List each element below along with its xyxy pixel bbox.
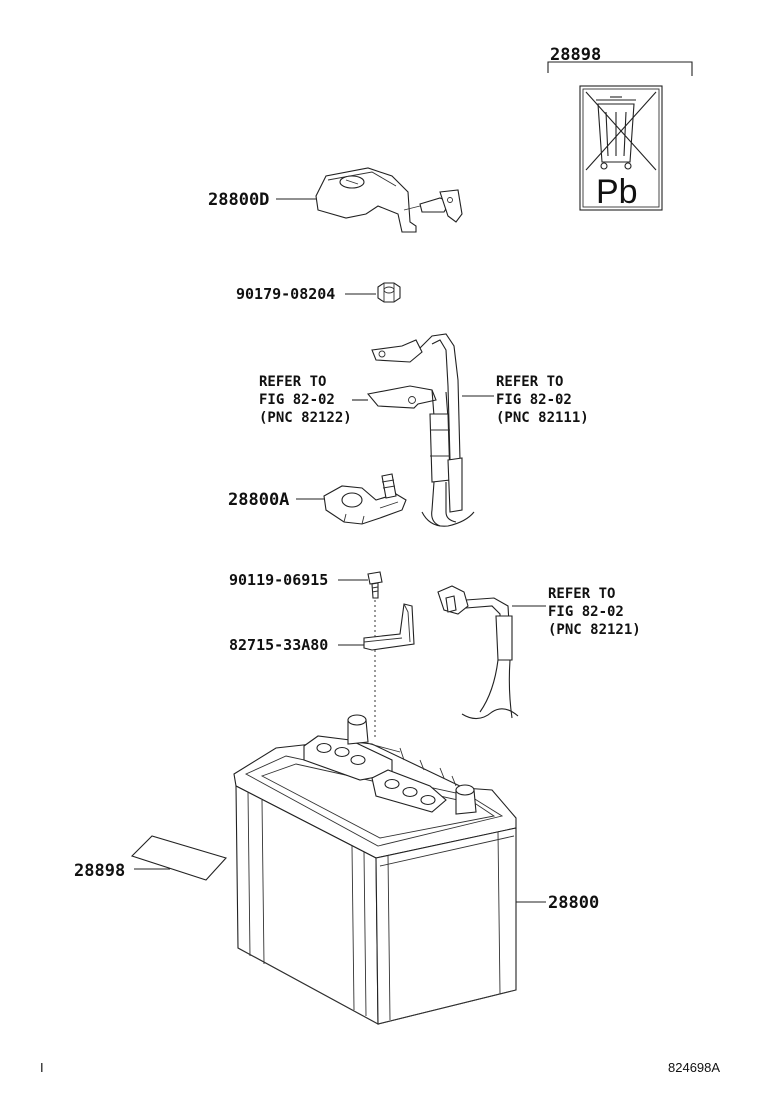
- label-90179: 90179-08204: [236, 285, 335, 303]
- warning-label-28898: [130, 835, 227, 881]
- refer-lower-line3: (PNC 82121): [548, 622, 641, 638]
- refer-left-line2: FIG 82-02: [259, 392, 335, 408]
- bolt-90119-06915: [367, 571, 383, 599]
- figure-number: 824698A: [668, 1060, 720, 1075]
- refer-lower-line2: FIG 82-02: [548, 604, 624, 620]
- label-90119: 90119-06915: [229, 571, 328, 589]
- refer-left-line1: REFER TO: [259, 374, 326, 390]
- refer-left-line3: (PNC 82122): [259, 410, 352, 426]
- bracket-28898: [547, 61, 693, 76]
- refer-right-line2: FIG 82-02: [496, 392, 572, 408]
- label-28800D: 28800D: [208, 190, 269, 210]
- label-28800: 28800: [548, 893, 599, 913]
- refer-right-line3: (PNC 82111): [496, 410, 589, 426]
- recycling-label-28898: Pb: [579, 85, 663, 211]
- positive-cable-assembly: [366, 333, 475, 527]
- label-82715: 82715-33A80: [229, 636, 328, 654]
- crossed-out-wheelie-bin-icon: [585, 91, 657, 171]
- pb-lead-symbol: Pb: [596, 173, 638, 211]
- battery-terminal-28800A: [323, 473, 407, 525]
- refer-right-line1: REFER TO: [496, 374, 563, 390]
- label-28898-side: 28898: [74, 861, 125, 881]
- label-28898-top: 28898: [550, 45, 601, 65]
- corner-mark: I: [40, 1060, 44, 1075]
- negative-cable-assembly: [437, 585, 519, 720]
- label-28800A: 28800A: [228, 490, 289, 510]
- terminal-cover-28800D: [315, 167, 463, 233]
- nut-90179-08204: [377, 282, 401, 303]
- battery-28800: [233, 714, 517, 1025]
- refer-lower-line1: REFER TO: [548, 586, 615, 602]
- battery-clamp-82715-33A80: [363, 603, 415, 651]
